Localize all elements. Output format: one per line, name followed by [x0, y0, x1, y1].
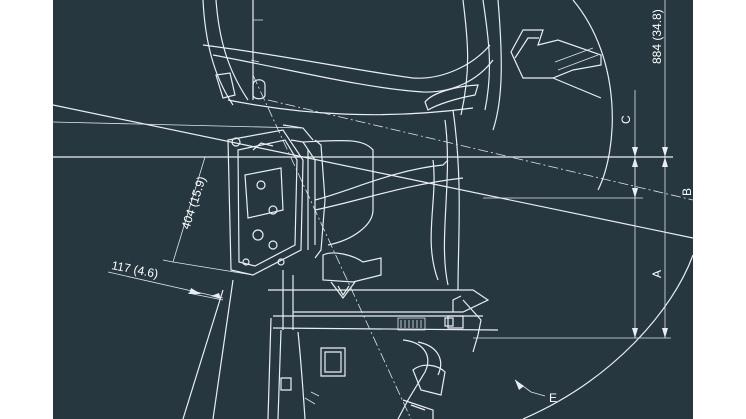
- dimension-404-label: 404 (15.9): [179, 175, 209, 231]
- dimension-lines: [107, 0, 671, 397]
- tiller-handle: [510, 29, 602, 99]
- lower-unit: [267, 317, 446, 419]
- clamp-bracket: [227, 124, 326, 276]
- dimension-117-label: 117 (4.6): [110, 258, 159, 281]
- dimension-line-404: [172, 156, 206, 263]
- callout-b-label: B: [680, 188, 693, 196]
- callout-c-label: C: [619, 115, 633, 124]
- technical-drawing: 884 (34.8) B A C E 404 (15.9) 117 (4.6): [53, 0, 693, 419]
- transom-line: [53, 104, 693, 239]
- dimension-line-117: [107, 271, 224, 299]
- callout-a-label: A: [650, 270, 664, 278]
- outboard-motor-side-view: 884 (34.8) B A C E 404 (15.9) 117 (4.6): [53, 0, 693, 419]
- dimension-884-label: 884 (34.8): [650, 9, 664, 64]
- labels: 884 (34.8) B A C E 404 (15.9) 117 (4.6): [110, 9, 693, 405]
- tilt-arc: [522, 254, 693, 419]
- midsection: [268, 109, 499, 353]
- callout-e-label: E: [549, 391, 557, 405]
- steering-axis-centerline: [252, 74, 412, 419]
- engine-cowling: [202, 0, 502, 131]
- reference-lines: [53, 0, 693, 419]
